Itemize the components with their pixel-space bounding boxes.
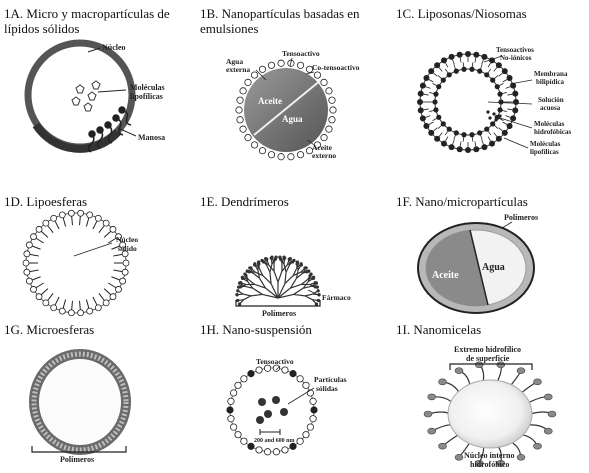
label-tensoactivos: Tensoactivos xyxy=(496,46,534,54)
label-extremo-hidrofilico-2: de superficie xyxy=(466,354,510,363)
nano-suspension-diagram: Tensoactivo Partículas sólidas 200 and 6… xyxy=(226,357,347,456)
label-particulas: Partículas xyxy=(314,375,347,384)
microsphere-diagram: Polímeros xyxy=(29,349,131,464)
label-solucion: Solución xyxy=(538,96,564,104)
label-polimeros: Polímeros xyxy=(60,455,94,464)
panel-title: 1B. Nanopartículas basadas en emulsiones xyxy=(200,6,360,36)
panel-title: 1G. Microesferas xyxy=(4,322,95,337)
label-manosa: Manosa xyxy=(138,133,165,142)
emulsion-nanoparticle-diagram: Agua externa Tensoactivo Co-tensoactivo … xyxy=(226,49,360,161)
label-moleculas-hidrofobicas-1: Moléculas xyxy=(534,120,565,128)
label-nucleo: Núcleo xyxy=(116,235,138,244)
dendrimer-diagram: Polímeros Fármaco xyxy=(235,255,351,318)
panel-1i: 1I. Nanomicelas Extremo hidrofílico de s… xyxy=(392,316,588,473)
panel-title: 1I. Nanomicelas xyxy=(396,322,482,337)
label-nucleo-interno-1: Núcleo interno xyxy=(464,451,514,460)
label-lipofilicas: lipofílicas xyxy=(130,92,163,101)
label-tensoactivo: Tensoactivo xyxy=(256,357,294,366)
lipoesfera-diagram: Núcleo sólido xyxy=(22,209,138,317)
panel-title: 1D. Lipoesferas xyxy=(4,194,88,209)
panel-1c: 1C. Liposonas/Niosomas Tensoactivos No-i… xyxy=(392,0,588,157)
label-agua: Agua xyxy=(282,114,303,124)
label-size: 200 and 600 nm xyxy=(254,438,295,444)
nano-microparticle-diagram: Polímeros Aceite Agua xyxy=(417,213,538,314)
label-acuosa: acuosa xyxy=(540,104,561,112)
nanomicelle-diagram: Extremo hidrofílico de superficie Núcleo… xyxy=(423,345,557,469)
panel-1h: 1H. Nano-suspensión Tensoactivo Partícul… xyxy=(196,316,392,473)
solid-lipid-particle-diagram: Núcleo Moléculas lipofílicas Manosa xyxy=(24,39,165,153)
label-aceite-externo-1: Aceite xyxy=(312,143,333,152)
label-membrana: Membrana xyxy=(534,70,568,78)
label-solido: sólido xyxy=(118,244,137,253)
label-co-tensoactivo: Co-tensoactivo xyxy=(312,63,360,72)
label-aceite-externo-2: externo xyxy=(312,151,336,160)
panel-1d: 1D. Lipoesferas Núcleo sólido xyxy=(0,188,196,345)
label-agua-externa-2: externa xyxy=(226,65,250,74)
panel-title: 1A. Micro y macropartículas de lípidos s… xyxy=(4,6,170,36)
label-polimeros: Polímeros xyxy=(504,213,538,222)
label-bilipidica: bilipídica xyxy=(536,78,565,86)
panel-title: 1C. Liposonas/Niosomas xyxy=(396,6,527,21)
label-polimeros: Polímeros xyxy=(262,309,296,318)
panel-1a: 1A. Micro y macropartículas de lípidos s… xyxy=(0,0,196,157)
label-moleculas-lipofilicas-1: Moléculas xyxy=(530,140,561,148)
label-nucleo-interno-2: hidrofóbico xyxy=(470,460,509,469)
label-moleculas: Moléculas xyxy=(130,83,165,92)
panel-title: 1F. Nano/micropartículas xyxy=(396,194,528,209)
label-agua: Agua xyxy=(482,262,505,273)
label-no-ionicos: No-iónicos xyxy=(500,54,532,62)
label-farmaco: Fármaco xyxy=(322,293,351,302)
label-aceite: Aceite xyxy=(432,270,459,281)
panel-title: 1E. Dendrímeros xyxy=(200,194,289,209)
label-extremo-hidrofilico-1: Extremo hidrofílico xyxy=(454,345,521,354)
label-moleculas-hidrofobicas-2: hidrofóbicas xyxy=(534,128,571,136)
panel-title: 1H. Nano-suspensión xyxy=(200,322,312,337)
panel-1e: 1E. Dendrímeros Polímeros Fármaco xyxy=(196,188,392,345)
label-nucleo: Núcleo xyxy=(102,43,126,52)
label-tensoactivo: Tensoactivo xyxy=(282,49,320,58)
liposome-niosome-diagram: Tensoactivos No-iónicos Membrana bilipíd… xyxy=(417,46,571,156)
panel-1b: 1B. Nanopartículas basadas en emulsiones… xyxy=(196,0,392,161)
label-solidas: sólidas xyxy=(316,384,338,393)
label-moleculas-lipofilicas-2: lipofílicas xyxy=(530,148,559,156)
label-agua-externa-1: Agua xyxy=(226,57,243,66)
panel-1f: 1F. Nano/micropartículas Polímeros Aceit… xyxy=(392,188,588,345)
label-aceite: Aceite xyxy=(258,96,282,106)
panel-1g: 1G. Microesferas Polímeros xyxy=(0,316,196,473)
